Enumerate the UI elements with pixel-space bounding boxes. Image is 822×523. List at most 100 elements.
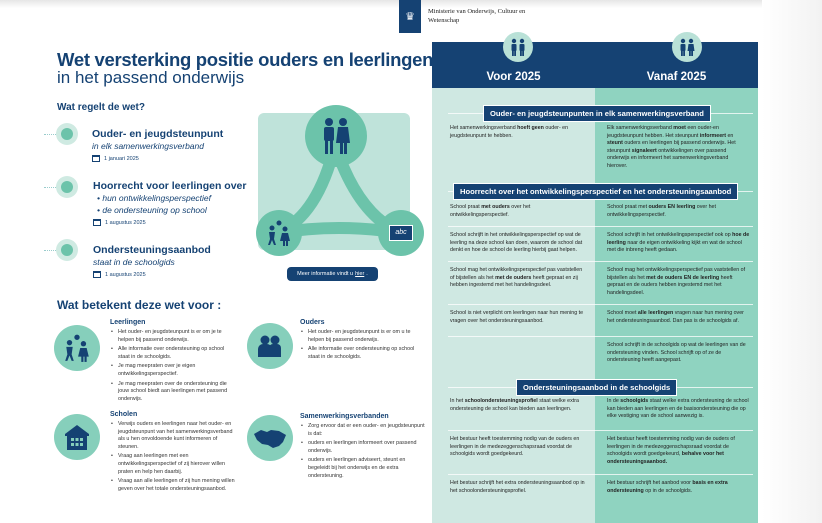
emphasis-text: schoolondersteuningsprofiel <box>464 398 538 404</box>
group-parents: Ouders Het ouder- en jeugdsteunpunt is e… <box>300 319 425 363</box>
page-title: Wet versterking positie ouders en leerli… <box>57 49 434 70</box>
date-text: 1 augustus 2025 <box>105 271 146 278</box>
col-before-header: Voor 2025 <box>486 71 541 83</box>
more-info-button[interactable]: Meer informatie vindt u hier. <box>287 267 378 281</box>
bullet-item: Je mag meepraten over de ondersteuning d… <box>110 381 235 404</box>
what-item-title: Ouder- en jeugdsteunpunt <box>92 128 224 140</box>
cell-before: School mag het ontwikkelingsperspectief … <box>432 267 595 297</box>
bullet-item: Het ouder- en jeugdsteunpunt is er om je… <box>110 329 235 344</box>
section-header: Ondersteuningsaanbod in de schoolgids <box>516 379 678 396</box>
cell-after: School mag het ontwikkelingsperspectief … <box>595 267 758 297</box>
row-divider <box>448 261 753 262</box>
bullet-item: ouders en leerlingen informeert over pas… <box>300 440 428 455</box>
group-students: Leerlingen Het ouder- en jeugdsteunpunt … <box>110 319 235 405</box>
date-text: 1 januari 2025 <box>104 155 139 162</box>
cell-text: ouder- en jeugdsteunpunt te hebben. <box>450 125 569 139</box>
cell-after: Het bestuur heeft toestemming nodig van … <box>595 436 758 466</box>
what-item-sub: in elk samenwerkingsverband <box>92 141 204 151</box>
date-text: 1 augustus 2025 <box>105 219 146 226</box>
cell-text: vragen naar hun mening over het onderste… <box>607 310 744 324</box>
rijksoverheid-logo: ♛ <box>399 0 421 33</box>
row-divider <box>448 430 753 431</box>
ministry-name: Ministerie van Onderwijs, Cultuur en Wet… <box>428 8 526 24</box>
cell-after: School praat met ouders EN leerling over… <box>595 204 758 219</box>
bullet-list: Verwijs ouders en leerlingen naar het ou… <box>110 421 235 493</box>
emphasis-text: moet <box>673 125 686 131</box>
section-header: Hoorrecht over het ontwikkelingsperspect… <box>453 183 739 200</box>
emphasis-text: alle leerlingen <box>637 310 674 316</box>
cell-text: Het bestuur heeft toestemming nodig van … <box>607 436 735 458</box>
comparison-row: In het schoolondersteuningsprofiel staat… <box>432 398 758 421</box>
group-partnerships: Samenwerkingsverbanden Zorg ervoor dat e… <box>300 413 428 482</box>
cell-text: School schrijft in de schoolgids op wat … <box>607 342 746 364</box>
bullet-item: Alle informatie over ondersteuning op sc… <box>300 346 425 361</box>
school-building-icon <box>54 414 100 460</box>
emphasis-text: behalve voor het ondersteuningsaanbod. <box>607 451 724 465</box>
bullet-item: Alle informatie over ondersteuning op sc… <box>110 346 235 361</box>
cell-text: Elk samenwerkingsverband <box>607 125 674 131</box>
cell-text: heeft gepraat en zij hebben ingestemd me… <box>450 274 578 289</box>
what-item: Ouder- en jeugdsteunpunt in elk samenwer… <box>92 128 223 162</box>
col-after-header: Vanaf 2025 <box>646 71 707 83</box>
cell-text: en <box>725 132 734 139</box>
row-divider <box>448 474 753 475</box>
cell-text: Het bestuur schrijft het extra ondersteu… <box>450 480 585 494</box>
row-divider <box>448 304 753 305</box>
what-item-title: Hoorrecht voor leerlingen over <box>93 180 247 192</box>
row-divider <box>448 336 753 337</box>
comparison-header: Voor 2025 Vanaf 2025 <box>432 32 758 88</box>
comparison-row: Het samenwerkingsverband hoeft geen oude… <box>432 125 758 171</box>
cell-before: Het bestuur schrijft het extra ondersteu… <box>432 480 595 495</box>
emphasis-text: signaleert <box>631 147 657 154</box>
cell-text: School praat met <box>607 204 649 210</box>
bullet-item: Je mag meepraten over je eigen ontwikkel… <box>110 363 235 378</box>
cell-text: School schrijft in het ontwikkelingspers… <box>450 232 583 254</box>
comparison-row: School schrijft in de schoolgids op wat … <box>432 342 758 365</box>
cell-text: School mag het ontwikkelingsperspectief … <box>450 267 583 281</box>
students-icon <box>268 220 290 246</box>
cell-before: School is niet verplicht om leerlingen n… <box>432 310 595 325</box>
emphasis-text: hoe de leerling <box>607 232 750 246</box>
emphasis-text: ouders EN leerling <box>648 204 696 210</box>
after-column-bg <box>595 42 758 523</box>
comparison-table: Voor 2025 Vanaf 2025 Ouder- en jeugdsteu… <box>432 32 758 523</box>
what-item-sub: • de ondersteuning op school <box>97 205 207 215</box>
group-title: Samenwerkingsverbanden <box>300 413 389 420</box>
cell-before: In het schoolondersteuningsprofiel staat… <box>432 398 595 421</box>
cell-text: een ouder-en jeugdsteunpunt hebben. Het … <box>607 125 719 139</box>
cell-after: In de schoolgids staat welke extra onder… <box>595 398 758 421</box>
group-schools: Scholen Verwijs ouders en leerlingen naa… <box>110 411 235 495</box>
cell-text: heeft gepraat en de ouders hebben ingest… <box>607 274 733 296</box>
emphasis-text: informeert <box>699 132 726 139</box>
calendar-icon <box>92 155 100 162</box>
comparison-row: Het bestuur schrijft het extra ondersteu… <box>432 480 758 495</box>
calendar-icon <box>93 271 101 278</box>
cell-text: Het bestuur heeft toestemming nodig van … <box>450 436 580 458</box>
parents-icon <box>324 118 350 154</box>
cell-before <box>432 342 595 365</box>
what-item-title: Ondersteuningsaanbod <box>93 244 211 256</box>
cell-text: Het bestuur schrijft het aanbod voor <box>607 480 693 486</box>
triangle-connector <box>272 143 407 239</box>
bullet-list: Het ouder- en jeugdsteunpunt is er om je… <box>110 329 235 403</box>
bullet-item: Verwijs ouders en leerlingen naar het ou… <box>110 421 235 451</box>
comparison-row: School praat met ouders over het ontwikk… <box>432 204 758 219</box>
cell-text: School mag het ontwikkelingsperspectief … <box>607 267 746 281</box>
school-circle: abc <box>378 210 424 256</box>
cell-text: School schrijft in het ontwikkelingspers… <box>607 232 733 238</box>
more-info-link[interactable]: hier <box>355 271 365 277</box>
cell-before: Het samenwerkingsverband hoeft geen oude… <box>432 125 595 171</box>
what-item-sub: • hun ontwikkelingsperspectief <box>97 193 212 203</box>
cell-after: School moet alle leerlingen vragen naar … <box>595 310 758 325</box>
sub-bullet-list: ouders en leerlingen informeert over pas… <box>300 440 428 480</box>
row-divider <box>448 226 753 227</box>
cell-text: Het samenwerkingsverband <box>450 125 518 131</box>
comparison-row: School schrijft in het ontwikkelingspers… <box>432 232 758 255</box>
cell-text: ontwikkelingen over passend onderwijs en… <box>607 147 729 169</box>
emphasis-text: met ouders <box>481 204 510 210</box>
page-margin <box>762 0 822 523</box>
cell-text: staat welke extra ondersteuning de schoo… <box>607 398 749 420</box>
cell-before: School praat met ouders over het ontwikk… <box>432 204 595 219</box>
students-circle <box>256 210 302 256</box>
blackboard-icon: abc <box>389 225 413 241</box>
